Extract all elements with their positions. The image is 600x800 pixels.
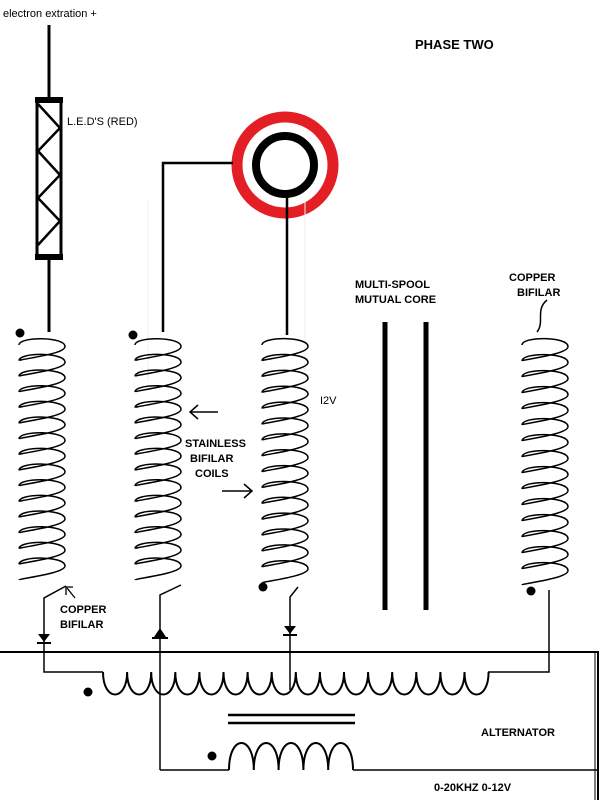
coil2-polarity-dot bbox=[128, 330, 138, 340]
copper-bottom-label-2: BIFILAR bbox=[60, 619, 103, 631]
copper-bifilar-lead bbox=[536, 299, 548, 333]
core-label-2: MUTUAL CORE bbox=[355, 294, 436, 306]
coil3-polarity-dot bbox=[258, 582, 268, 592]
alternator-polarity-dot-1 bbox=[83, 687, 93, 697]
coil-4-copper-bifilar bbox=[521, 337, 569, 586]
leds-label: L.E.D'S (RED) bbox=[67, 116, 138, 128]
coil2-lower-wire bbox=[159, 584, 182, 770]
copper-top-label-2: BIFILAR bbox=[517, 287, 560, 299]
diode-2-icon bbox=[152, 628, 168, 639]
copper-bottom-label-1: COPPER bbox=[60, 604, 107, 616]
phase-title: PHASE TWO bbox=[415, 37, 494, 52]
copper-top-label-1: COPPER bbox=[509, 272, 556, 284]
coil-1-copper-bifilar bbox=[18, 338, 66, 581]
up-left-arrow-icon bbox=[65, 586, 76, 599]
coil-2-stainless-bifilar bbox=[134, 338, 182, 581]
electron-extraction-label: electron extration + bbox=[3, 8, 97, 20]
led-stack bbox=[35, 97, 63, 260]
coil-3-stainless-bifilar bbox=[261, 337, 309, 584]
alternator-polarity-dot-2 bbox=[207, 751, 217, 761]
voltage-label: I2V bbox=[320, 395, 337, 407]
stainless-label-2: BIFILAR bbox=[190, 453, 233, 465]
coil2-to-ring-wire bbox=[161, 161, 233, 332]
frequency-range-label: 0-20KHZ 0-12V bbox=[434, 782, 512, 794]
alternator-upper-winding bbox=[102, 671, 490, 696]
alternator-label: ALTERNATOR bbox=[481, 727, 555, 739]
diode-3-icon bbox=[283, 626, 297, 636]
coil4-lower-wire bbox=[488, 590, 550, 673]
left-arrow-icon bbox=[188, 404, 218, 420]
stainless-label-3: COILS bbox=[195, 468, 229, 480]
alternator-lower-winding bbox=[228, 742, 354, 771]
coil4-polarity-dot bbox=[526, 586, 536, 596]
toroid-ring-icon bbox=[231, 111, 339, 219]
coil-group bbox=[18, 337, 569, 586]
alternator-windings bbox=[102, 671, 490, 771]
core-label-1: MULTI-SPOOL bbox=[355, 279, 430, 291]
diode-1-icon bbox=[37, 634, 51, 644]
coil3-lower-wire bbox=[289, 586, 299, 690]
alternator-box bbox=[0, 651, 599, 800]
right-arrow-icon bbox=[222, 483, 254, 499]
stainless-label-1: STAINLESS bbox=[185, 438, 246, 450]
coil1-polarity-dot bbox=[15, 328, 25, 338]
